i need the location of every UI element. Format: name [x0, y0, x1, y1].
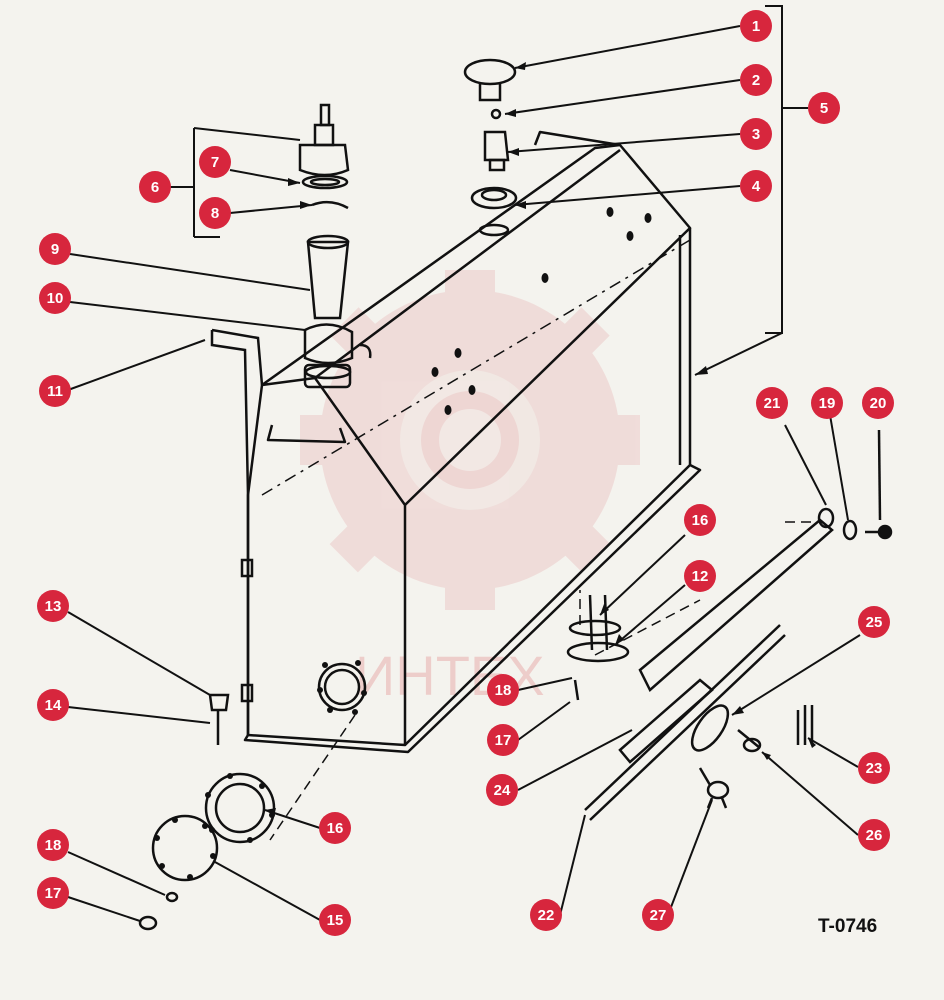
- callout-20: 20: [862, 387, 894, 419]
- svg-text:16: 16: [327, 820, 344, 837]
- filler-strainer-assembly: [298, 103, 372, 380]
- callout-17-left: 17: [37, 877, 69, 909]
- callout-24: 24: [486, 774, 518, 806]
- svg-text:7: 7: [211, 154, 219, 171]
- callout-18-left: 18: [37, 829, 69, 861]
- callout-badges: 1 2 3 4 5 6 7 8 9 10 11 12 13 14 15 16 1…: [37, 10, 894, 936]
- svg-text:23: 23: [866, 760, 883, 777]
- svg-text:25: 25: [866, 614, 883, 631]
- svg-text:2: 2: [752, 72, 760, 89]
- callout-13: 13: [37, 590, 69, 622]
- outlet-assembly: [566, 594, 630, 701]
- svg-text:10: 10: [47, 290, 64, 307]
- svg-text:26: 26: [866, 827, 883, 844]
- svg-text:5: 5: [820, 100, 828, 117]
- callout-21: 21: [756, 387, 788, 419]
- callout-4: 2: [740, 64, 772, 96]
- callout-25: 25: [858, 606, 890, 638]
- svg-text:12: 12: [692, 568, 709, 585]
- callout-19: 19: [811, 387, 843, 419]
- callout-22: 22: [530, 899, 562, 931]
- callout-6: 8: [199, 197, 231, 229]
- callout-16-lower: 16: [319, 812, 351, 844]
- callout-7: 7: [199, 146, 231, 178]
- callout-8: 6: [139, 171, 171, 203]
- leader-lines: [67, 5, 861, 922]
- svg-text:6: 6: [151, 179, 159, 196]
- callout-15: 15: [319, 904, 351, 936]
- breather-assembly: [463, 58, 518, 237]
- svg-text:18: 18: [495, 682, 512, 699]
- svg-text:24: 24: [494, 782, 511, 799]
- drain-cover-plates: [151, 772, 276, 882]
- svg-text:15: 15: [327, 912, 344, 929]
- svg-text:27: 27: [650, 907, 667, 924]
- skid-plate: [584, 429, 893, 821]
- callout-5: 1: [740, 10, 772, 42]
- callout-18-right: 18: [487, 674, 519, 706]
- svg-text:3: 3: [752, 126, 760, 143]
- callout-1: 5: [808, 92, 840, 124]
- callout-10: 10: [39, 282, 71, 314]
- callout-9: 9: [39, 233, 71, 265]
- svg-text:9: 9: [51, 241, 59, 258]
- svg-text:14: 14: [45, 697, 62, 714]
- callout-14: 14: [37, 689, 69, 721]
- svg-text:22: 22: [538, 907, 555, 924]
- callout-12: 12: [684, 560, 716, 592]
- callout-16-upper: 16: [684, 504, 716, 536]
- callout-23: 23: [858, 752, 890, 784]
- center-lines: [269, 521, 815, 841]
- mounting-bracket: [210, 328, 264, 735]
- svg-text:1: 1: [752, 18, 760, 35]
- svg-text:8: 8: [211, 205, 219, 222]
- callout-3: 3: [740, 118, 772, 150]
- callout-26: 26: [858, 819, 890, 851]
- svg-text:18: 18: [45, 837, 62, 854]
- svg-text:17: 17: [495, 732, 512, 749]
- svg-text:19: 19: [819, 395, 836, 412]
- small-hardware: [138, 693, 230, 931]
- svg-text:11: 11: [47, 383, 63, 400]
- svg-text:13: 13: [45, 598, 62, 615]
- svg-text:16: 16: [692, 512, 709, 529]
- svg-text:4: 4: [752, 178, 761, 195]
- callout-2: 4: [740, 170, 772, 202]
- drawing-code: T-0746: [818, 916, 877, 937]
- callout-11: 11: [39, 375, 71, 407]
- callout-17-right: 17: [487, 724, 519, 756]
- watermark-logo-ring: [421, 391, 519, 489]
- cover-holes: [154, 773, 275, 880]
- svg-text:21: 21: [764, 395, 781, 412]
- callout-27: 27: [642, 899, 674, 931]
- svg-text:17: 17: [45, 885, 62, 902]
- svg-text:20: 20: [870, 395, 887, 412]
- leader-arrowheads: [265, 62, 816, 816]
- tank-holes: [317, 207, 652, 715]
